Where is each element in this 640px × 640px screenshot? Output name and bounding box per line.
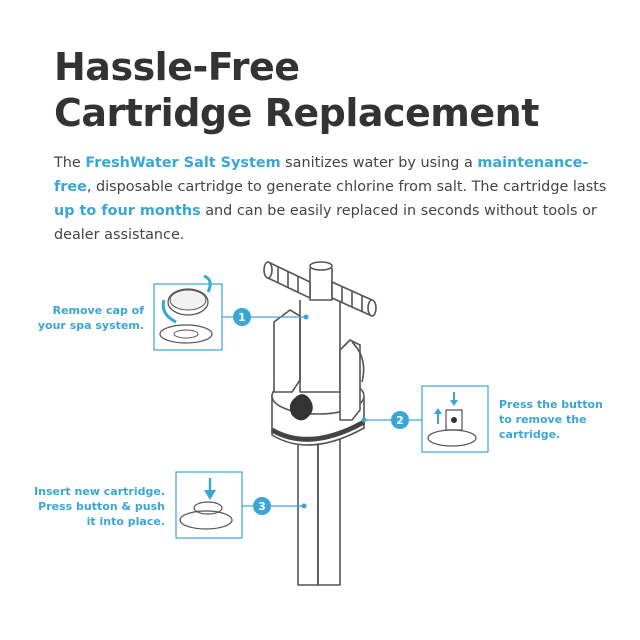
step-2-line-2: to remove the [499,413,587,426]
step-2-callout: 2 [361,385,489,453]
step-1-line-1: Remove cap of [52,304,144,317]
step-1-badge [233,308,251,326]
step-2-line-3: cartridge. [499,428,561,441]
cartridge-body [263,261,377,586]
step-1-callout: 1 [153,274,309,351]
page-title: Hassle-Free Cartridge Replacement [54,44,539,136]
step-3-label: Insert new cartridge. Press button & pus… [20,484,165,529]
intro-text-2: sanitizes water by using a [280,155,478,171]
step-2-number: 2 [396,414,404,427]
intro-text-3: , disposable cartridge to generate chlor… [86,179,607,195]
intro-paragraph: The FreshWater Salt System sanitizes wat… [54,151,614,247]
intro-highlight-product: FreshWater Salt System [85,155,281,171]
step-2-badge [391,411,409,429]
step-3-badge [253,497,271,515]
step-2-line-1: Press the button [499,398,603,411]
step-3-line-3: it into place. [86,515,165,528]
step-2-label: Press the button to remove the cartridge… [499,397,609,442]
title-line-1: Hassle-Free [54,45,300,89]
step-1-label: Remove cap of your spa system. [30,303,144,333]
step-1-number: 1 [238,311,246,324]
step-3-number: 3 [258,500,266,513]
intro-highlight-duration: up to four months [54,203,201,219]
step-1-line-2: your spa system. [37,319,144,332]
step-3-line-2: Press button & push [38,500,165,513]
intro-text-4: and can be easily replaced in seconds wi… [54,203,597,243]
title-line-2: Cartridge Replacement [54,91,539,135]
step-3-callout: 3 [175,471,307,539]
intro-highlight-maintenance: maintenance-free [54,155,589,195]
step-3-line-1: Insert new cartridge. [34,485,165,498]
intro-text-1: The [54,155,86,171]
